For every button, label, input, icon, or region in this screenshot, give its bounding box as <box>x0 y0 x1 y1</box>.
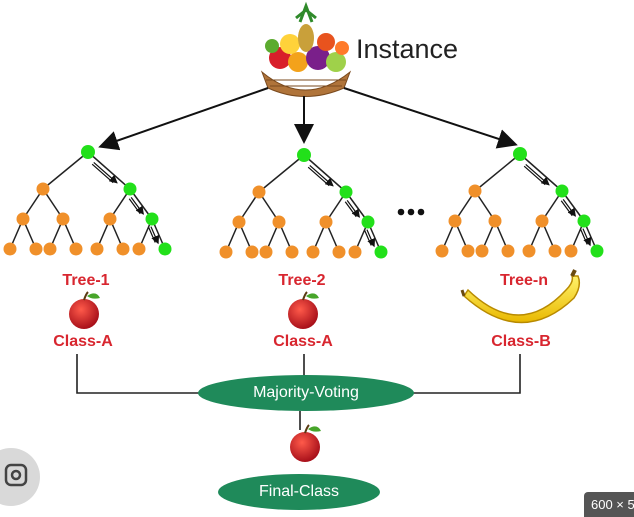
tree-node <box>103 212 117 226</box>
tree-leaf-node <box>548 244 562 258</box>
tree-node <box>535 214 549 228</box>
tree-leaf-node <box>285 245 299 259</box>
decision-arrow <box>128 198 141 215</box>
decision-arrow <box>346 200 360 218</box>
tree-edges <box>9 151 598 253</box>
tree-leaf-node <box>522 244 536 258</box>
tree-node <box>145 212 159 226</box>
decision-arrow <box>307 166 330 187</box>
vote-connector-line <box>76 354 200 394</box>
tree-leaf-node <box>501 244 515 258</box>
decision-arrow <box>560 200 573 217</box>
tree-nodes <box>3 145 604 259</box>
vote-connector-line <box>412 354 521 394</box>
tree-node <box>252 185 266 199</box>
apple-icon <box>69 291 100 329</box>
tree-leaf-node <box>332 245 346 259</box>
ellipsis-dots <box>397 208 425 216</box>
final-class-node: Final-Class <box>218 474 380 510</box>
tree-node <box>56 212 70 226</box>
decision-arrow <box>91 163 114 184</box>
tree-leaf-node <box>116 242 130 256</box>
decision-arrow <box>364 230 372 246</box>
apple-icon <box>288 291 319 329</box>
image-dimension-badge: 600 × 5 <box>584 492 634 517</box>
tree-edge <box>42 151 89 190</box>
tree-leaf-node <box>29 242 43 256</box>
tree-node <box>16 212 30 226</box>
class-a-label-1: Class-A <box>53 333 113 350</box>
tree-root-node <box>513 147 527 161</box>
tree-edge <box>87 151 131 190</box>
tree-node <box>361 215 375 229</box>
decision-arrow <box>130 197 144 215</box>
decision-arrow <box>148 227 156 243</box>
tree-node <box>468 184 482 198</box>
tree-leaf-node <box>158 242 172 256</box>
decision-path-arrows <box>91 161 592 248</box>
apple-icon <box>290 424 321 462</box>
tree-leaf-node <box>306 245 320 259</box>
decision-arrow <box>309 164 334 187</box>
camera-lens-icon <box>4 463 28 487</box>
tree-leaf-node <box>374 245 388 259</box>
decision-arrow <box>344 201 357 218</box>
tree-leaf-node <box>590 244 604 258</box>
tree-node <box>319 215 333 229</box>
tree-edge <box>519 153 563 192</box>
tree-edge <box>258 154 305 193</box>
instance-arrows <box>98 87 518 151</box>
decision-arrow <box>93 161 118 184</box>
tree-node <box>448 214 462 228</box>
majority-voting-node: Majority-Voting <box>198 375 414 411</box>
tree-leaf-node <box>219 245 233 259</box>
decision-arrow <box>150 226 160 245</box>
tree-leaf-node <box>245 245 259 259</box>
decision-arrow <box>366 229 376 248</box>
tree-leaf-node <box>461 244 475 258</box>
tree-root-node <box>297 148 311 162</box>
tree-leaf-node <box>564 244 578 258</box>
tree-node <box>339 185 353 199</box>
fruit-basket-icon <box>260 1 352 97</box>
tree-edge <box>474 153 521 192</box>
tree-edge <box>303 154 347 193</box>
tree-leaf-node <box>69 242 83 256</box>
tree-node <box>36 182 50 196</box>
tree-root-node <box>81 145 95 159</box>
tree-leaf-node <box>475 244 489 258</box>
banana-icon <box>460 269 581 324</box>
decision-arrow <box>562 199 576 217</box>
instance-arrow <box>343 87 518 149</box>
tree-leaf-node <box>259 245 273 259</box>
tree-node <box>232 215 246 229</box>
tree-node <box>272 215 286 229</box>
decision-arrow <box>523 165 546 186</box>
decision-arrow <box>525 163 550 186</box>
tree-leaf-node <box>90 242 104 256</box>
tree-node <box>123 182 137 196</box>
tree-leaf-node <box>3 242 17 256</box>
tree-node <box>488 214 502 228</box>
class-a-label-2: Class-A <box>273 333 333 350</box>
tree-2-label: Tree-2 <box>278 272 326 289</box>
instance-arrow <box>98 87 269 151</box>
tree-node <box>555 184 569 198</box>
decision-arrow <box>580 229 588 245</box>
tree-leaf-node <box>43 242 57 256</box>
tree-1-label: Tree-1 <box>62 272 110 289</box>
tree-leaf-node <box>435 244 449 258</box>
voting-connectors <box>76 354 521 430</box>
instance-title: Instance <box>356 34 459 64</box>
decision-arrow <box>582 228 592 247</box>
tree-node <box>577 214 591 228</box>
tree-leaf-node <box>132 242 146 256</box>
tree-leaf-node <box>348 245 362 259</box>
tree-n-label: Tree-n <box>499 272 548 289</box>
lens-search-button[interactable] <box>0 448 40 506</box>
class-b-label: Class-B <box>491 333 551 350</box>
